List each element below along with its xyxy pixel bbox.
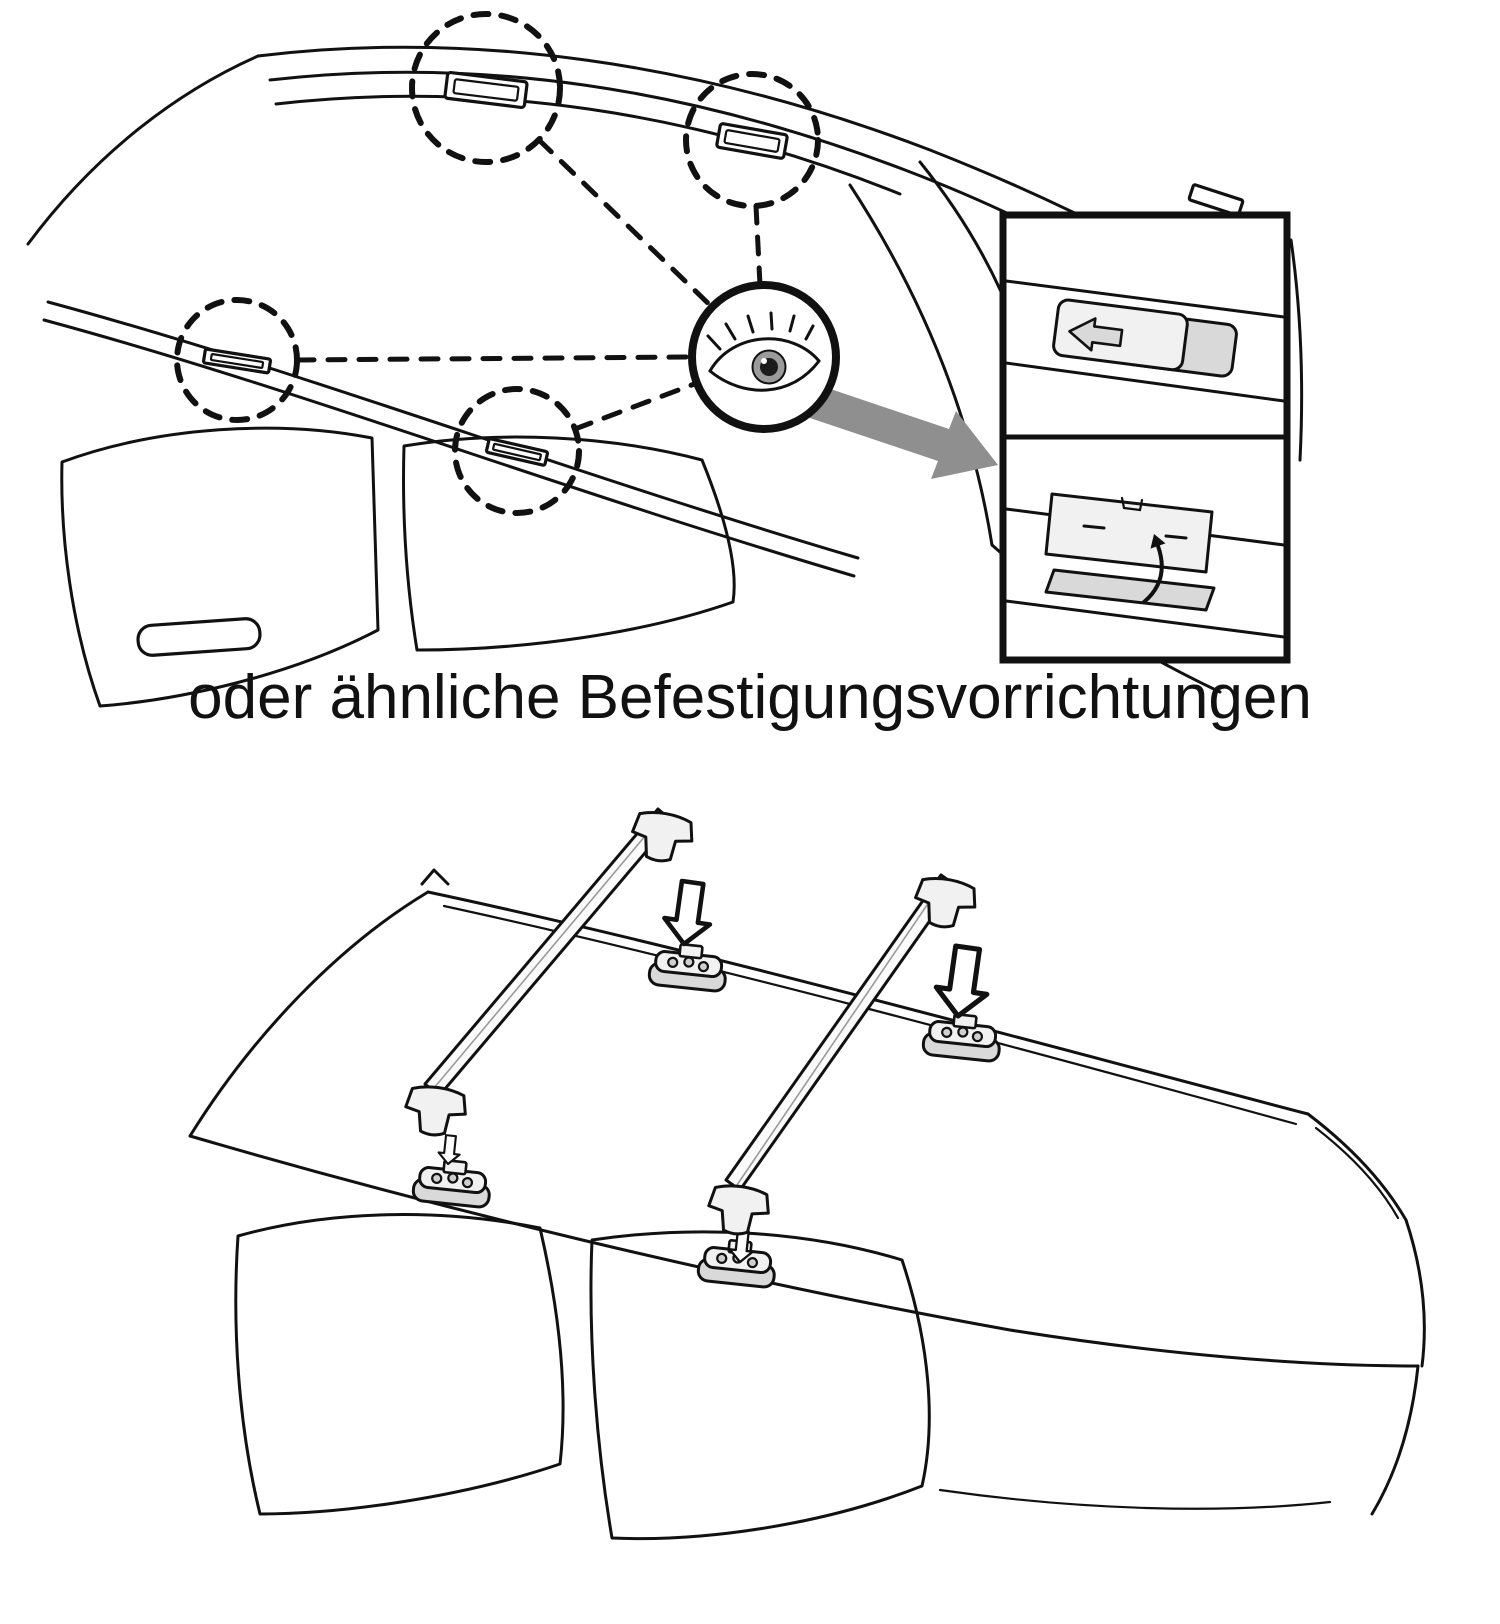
fixing-point-cover: [443, 70, 529, 110]
callout-dashed-line: [294, 354, 695, 363]
crossbar-mounting-figure: [188, 806, 1426, 1541]
mounting-plate: [410, 1155, 494, 1210]
roof-antenna-mark: [420, 868, 450, 886]
car-body-line: [938, 1488, 1332, 1510]
lid-pin: [1082, 524, 1106, 530]
insert-down-arrow-icon: [661, 879, 715, 947]
insert-down-arrow-icon: [933, 944, 993, 1019]
car-window-outline: [234, 1213, 565, 1516]
car-window-outline: [60, 426, 380, 708]
cover-open-lid: [1044, 492, 1214, 574]
fixing-point-highlight-circle: [683, 71, 821, 209]
car-body-line: [46, 300, 860, 560]
car-body-line: [26, 54, 260, 246]
eye-magnifier: [688, 281, 840, 433]
flip-open-arrow-head: [1150, 534, 1166, 549]
fixing-point-cover: [715, 122, 789, 160]
crossbar-foot: [703, 1180, 773, 1240]
callout-dashed-line: [536, 137, 715, 310]
lid-notch: [1120, 496, 1144, 512]
crossbar-shading-line: [736, 879, 945, 1186]
flip-open-arrow-icon: [1142, 544, 1164, 604]
fixing-point-highlight-circle: [452, 386, 582, 516]
car-window-outline: [402, 435, 736, 652]
fixing-point-highlight-circle: [409, 11, 563, 165]
car-body-line: [848, 183, 994, 547]
callout-dashed-line: [753, 203, 763, 288]
car-body-line: [188, 890, 430, 1138]
mounting-plate: [920, 1009, 1004, 1064]
crossbar-front: [400, 806, 698, 1141]
crossbar-foot: [400, 1081, 470, 1141]
car-body-line: [274, 94, 902, 196]
car-body-line: [1289, 238, 1304, 462]
detail-inset-box: [999, 211, 1291, 664]
flip-cover-panel: [1004, 492, 1286, 639]
fixing-point-cover: [1187, 183, 1245, 217]
crossbar-rear: [703, 872, 981, 1240]
slide-open-arrow-icon: [1068, 317, 1124, 352]
detail-pointer-arrow-icon: [789, 379, 998, 479]
car-body-line: [1314, 1126, 1400, 1220]
mounting-plate: [646, 939, 730, 994]
car-body-line: [1370, 1364, 1420, 1516]
car-body-line: [1404, 1218, 1426, 1368]
callout-dashed-line: [572, 380, 700, 432]
eye-icon: [706, 311, 821, 392]
fixing-point-cover: [484, 437, 550, 467]
car-window-outline: [589, 1230, 931, 1541]
fixing-point-cover: [201, 347, 273, 375]
sliding-cover-panel: [1004, 279, 1286, 403]
caption-text: oder ähnliche Befestigungsvorrichtungen: [188, 663, 1312, 732]
roof-fixing-points-figure: [26, 11, 1304, 708]
lid-pin: [1164, 534, 1188, 540]
car-body-line: [188, 1134, 1420, 1368]
crossbar-shading-line: [433, 816, 662, 1089]
car-body-line: [1306, 1112, 1408, 1222]
car-door-handle: [136, 617, 262, 657]
